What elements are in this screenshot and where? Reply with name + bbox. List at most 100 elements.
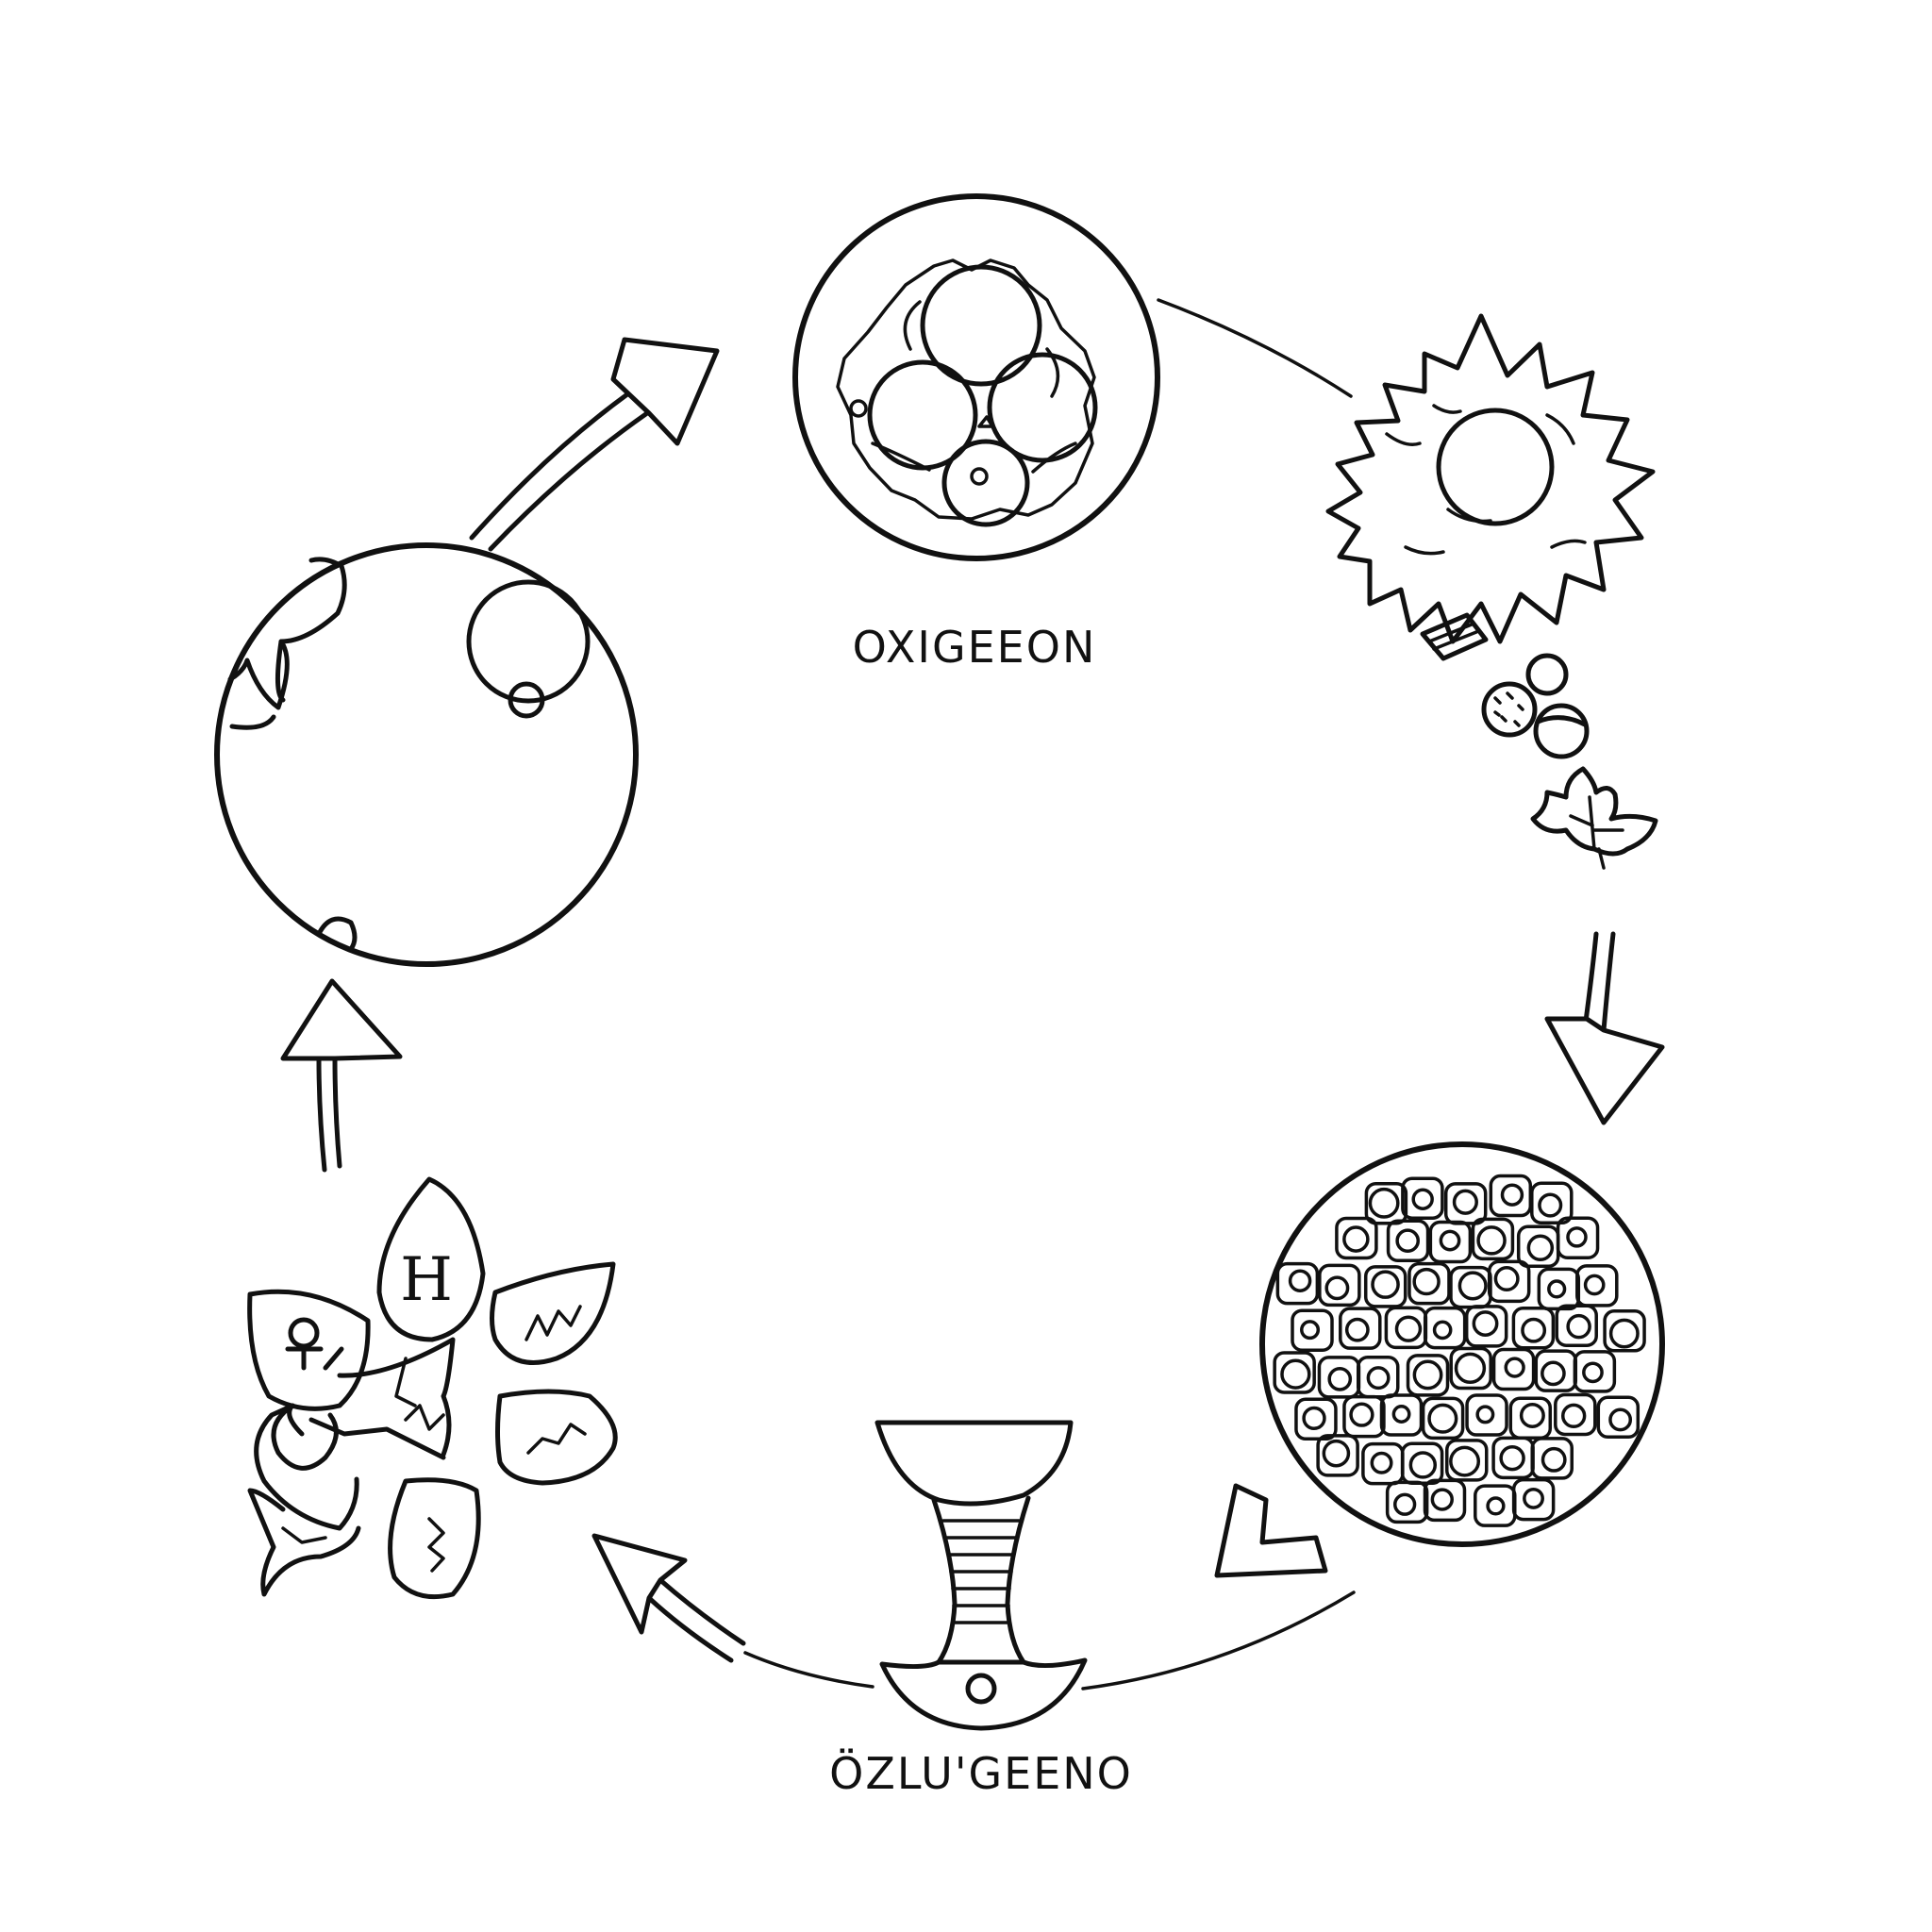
tissue-nucleus [1475,1405,1495,1424]
tissue-cell [1379,1393,1424,1437]
tissue-nucleus [1324,1275,1350,1301]
tissue-nucleus [1370,1451,1393,1474]
tissue-nucleus [1288,1269,1312,1292]
tissue-cell [1421,1396,1465,1441]
tissue-cell [1471,1217,1515,1261]
tissue-nucleus [1411,1188,1434,1210]
tissue-nucleus [1302,1406,1326,1431]
spiky-cell-stage [1325,313,1656,759]
tissue-cell [1464,1305,1508,1348]
tissue-nucleus [1366,1366,1391,1391]
tissue-nucleus [1541,1446,1567,1473]
tissue-nucleus [1395,1228,1421,1254]
tissue-nucleus [1322,1439,1351,1468]
tissue-cell [1489,1174,1533,1218]
tissue-nucleus [1457,1271,1488,1301]
tissue-cell [1556,1216,1600,1259]
tissue-cell [1385,1480,1429,1524]
tissue-nucleus [1432,1320,1453,1341]
tissue-nucleus [1408,1451,1438,1479]
tissue-nucleus [1493,1265,1520,1292]
leaf-icon [1530,766,1658,870]
tissue-cell [1487,1259,1531,1304]
left-cell-stage [214,542,639,967]
tissue-nucleus [1472,1310,1499,1337]
tissue-nucleus [1412,1359,1443,1391]
tissue-nucleus [1560,1403,1587,1429]
tissue-cell [1508,1396,1553,1441]
tissue-nucleus [1430,1488,1454,1511]
tissue-nucleus [1608,1407,1633,1432]
tissue-cell [1445,1439,1489,1482]
tissue-cell [1423,1306,1467,1350]
tissue-cell [1342,1394,1386,1439]
tissue-nucleus [1280,1358,1311,1390]
tissue-nucleus [1499,1444,1525,1472]
tissue-nucleus [1412,1267,1441,1296]
arrow-right-down [1544,931,1665,1125]
tissue-nucleus [1526,1234,1555,1261]
tissue-cell [1575,1264,1619,1307]
tissue-nucleus [1541,1360,1566,1387]
tissue-nucleus [1327,1367,1353,1391]
bottom-stage-label: ÖZLU'GEENO [829,1748,1133,1799]
tissue-nucleus [1486,1496,1506,1516]
tissue-cell [1428,1220,1473,1264]
tissue-cell [1573,1350,1617,1393]
tissue-nucleus [1392,1492,1417,1516]
tissue-nucleus [1523,1487,1544,1509]
arrow-left-to-top [469,337,720,552]
tissue-cell [1335,1216,1378,1260]
tissue-cell [1361,1441,1405,1486]
tissue-nucleus [1427,1403,1458,1434]
arrow-left-up [280,978,403,1173]
tissue-nucleus [1521,1317,1547,1343]
tissue-nucleus [1368,1187,1400,1219]
tissue-cell [1316,1434,1359,1477]
tissue-nucleus [1608,1318,1640,1349]
top-stage-label: OXIGEEON [853,622,1097,673]
cycle-arcs [743,298,1356,1690]
petal-glyph-h: H [400,1245,453,1315]
tissue-cell [1491,1347,1536,1391]
tissue-cells [1273,1174,1646,1527]
tissue-nucleus [1344,1317,1370,1342]
tissue-nucleus [1300,1320,1321,1341]
tissue-cell [1357,1355,1400,1399]
tissue-nucleus [1394,1315,1423,1342]
tissue-cell [1474,1484,1517,1527]
tissue-nucleus [1566,1313,1591,1340]
tissue-cell [1555,1304,1598,1347]
tissue-cell [1363,1265,1407,1308]
tissue-nucleus [1439,1229,1461,1252]
tissue-cell [1537,1267,1581,1311]
tissue-nucleus [1500,1183,1524,1207]
tissue-nucleus [1519,1402,1545,1428]
tissue-cell [1407,1261,1451,1306]
tissue-nucleus [1449,1445,1481,1477]
oxygen-cell-stage: OXIGEEON [792,193,1160,673]
petal-cluster-stage: H [247,1176,618,1600]
tissue-cell [1386,1219,1430,1262]
arrow-bottom-right [1214,1483,1328,1578]
tissue-cell [1465,1393,1508,1437]
tissue-cell [1364,1181,1408,1225]
tissue-nucleus [1391,1405,1411,1424]
tissue-cell [1530,1437,1574,1480]
tissue-cell [1318,1263,1361,1307]
tissue-cell [1596,1395,1641,1440]
tissue-cell [1511,1307,1556,1350]
tissue-cell [1401,1176,1444,1220]
tissue-cell [1530,1181,1574,1225]
tissue-cell [1554,1392,1597,1437]
tissue-nucleus [1547,1279,1567,1299]
tissue-cell [1339,1307,1382,1350]
tissue-cell [1449,1346,1492,1391]
tissue-nucleus [1342,1225,1370,1253]
tissue-nucleus [1504,1357,1525,1378]
tissue-nucleus [1349,1402,1374,1427]
tissue-nucleus [1452,1189,1478,1215]
tissue-cell [1603,1309,1646,1353]
tissue-cell [1294,1397,1338,1441]
